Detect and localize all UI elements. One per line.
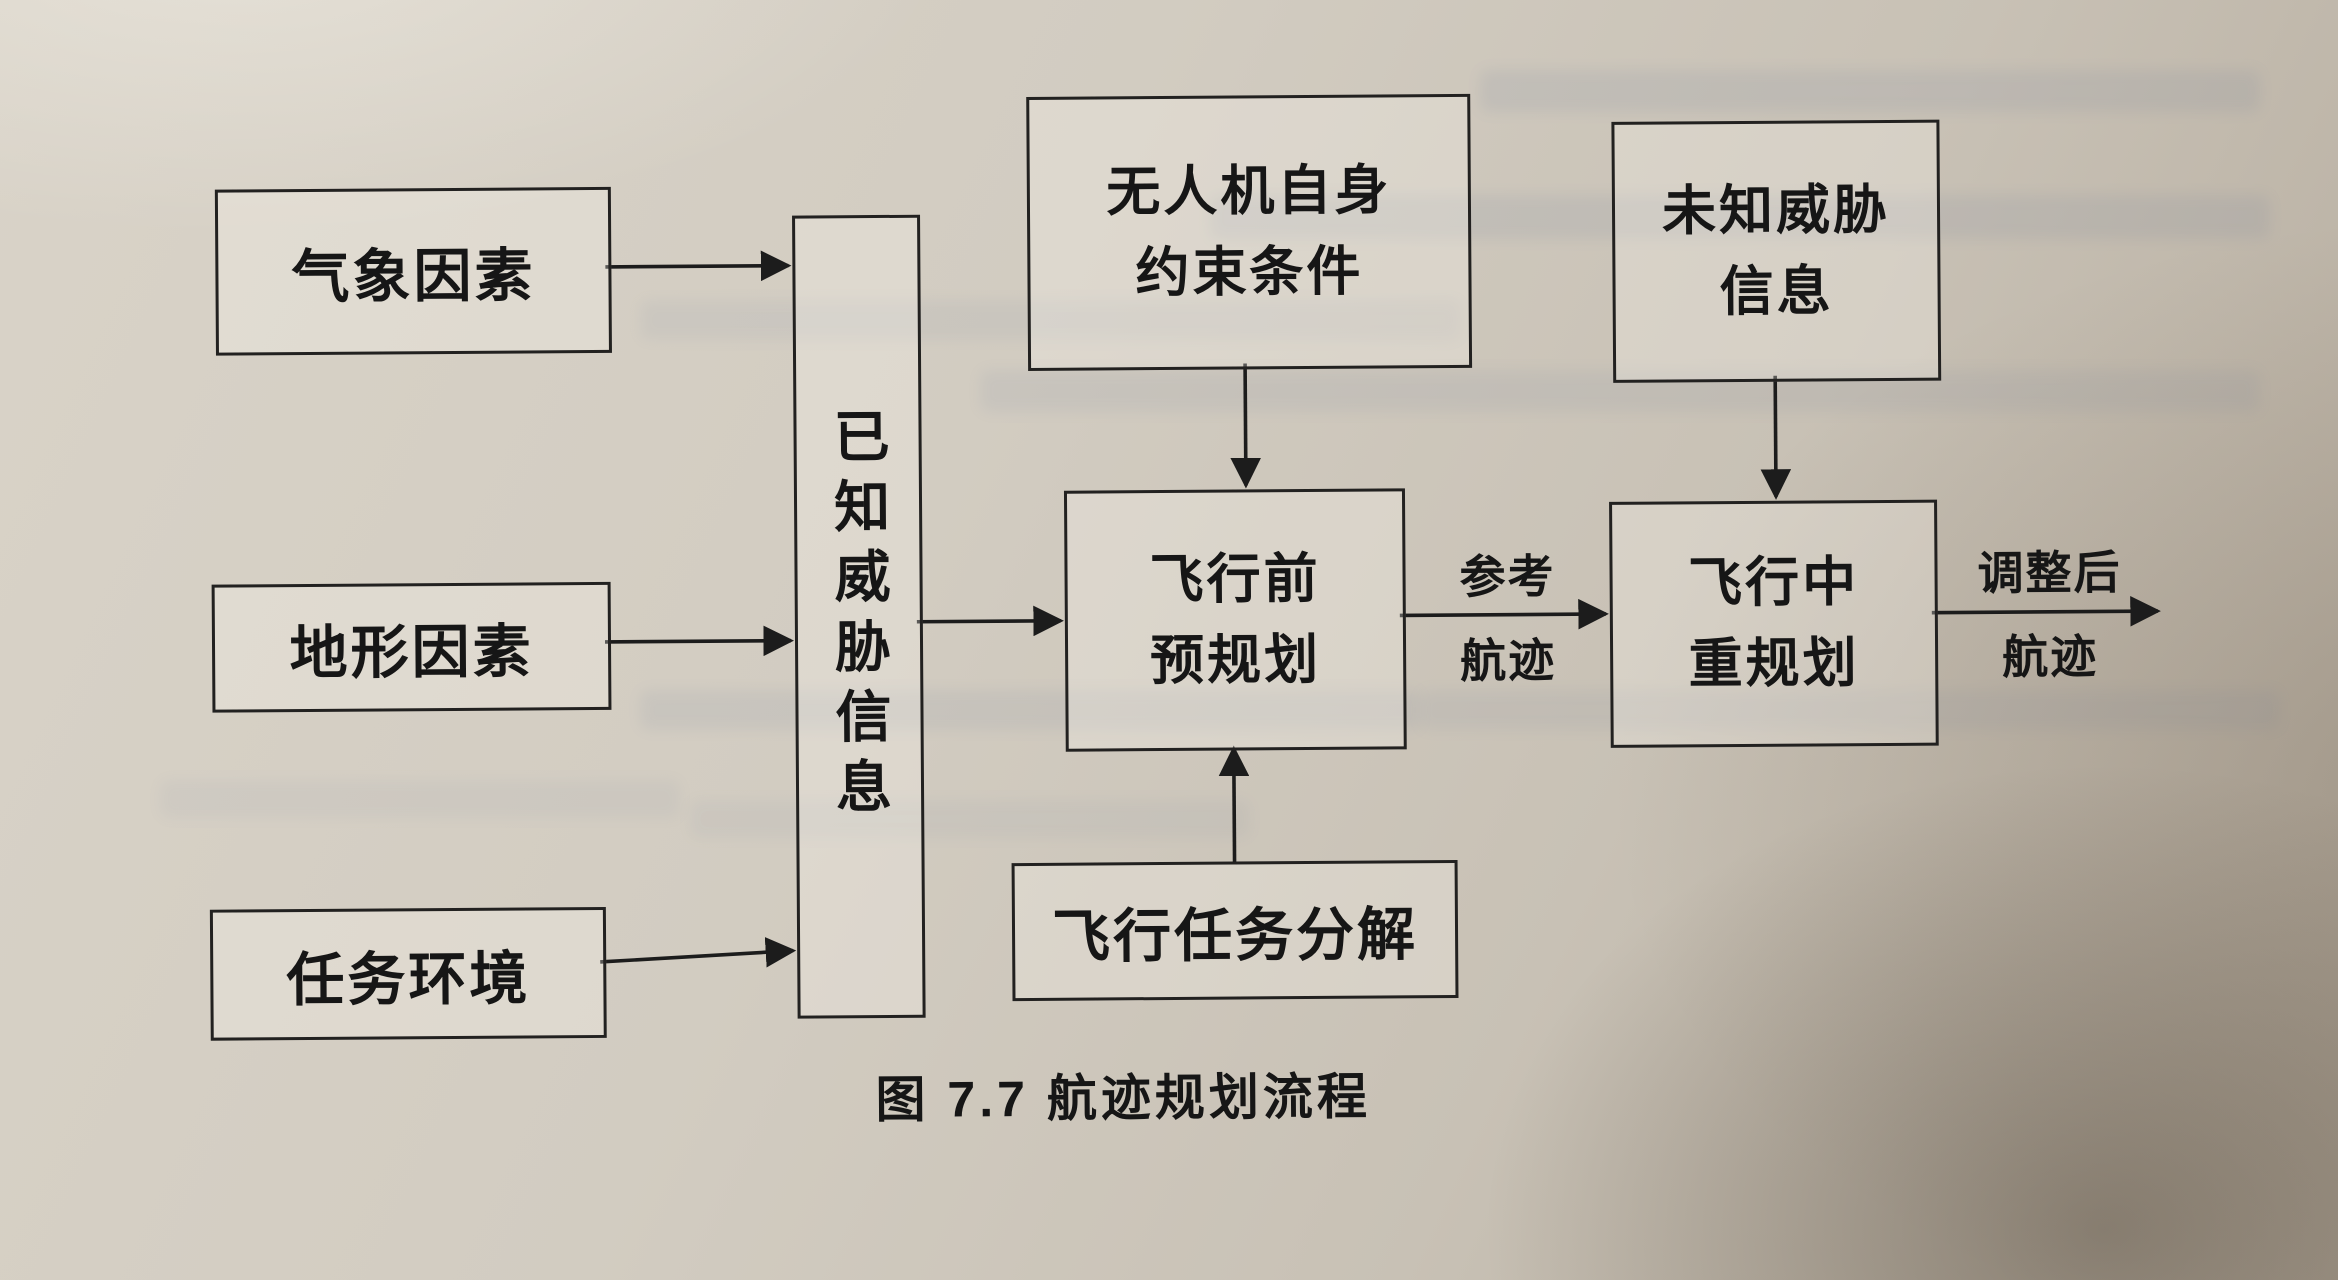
arrow-uav-constraints-to-preflight bbox=[1230, 363, 1262, 489]
edge-label-adjusted-track: 调整后 航迹 bbox=[1944, 536, 2155, 687]
node-preflight-line1: 飞行前 bbox=[1149, 548, 1321, 610]
edge-label-reference-track: 参考 航迹 bbox=[1407, 540, 1608, 691]
node-unknown-threat-info: 未知威胁 信息 bbox=[1611, 119, 1942, 383]
node-weather-factors: 气象因素 bbox=[214, 186, 612, 356]
node-terrain-factors: 地形因素 bbox=[211, 581, 612, 713]
node-mission-decomposition: 飞行任务分解 bbox=[1011, 859, 1459, 1002]
edge-label-reference-track-line1: 参考 bbox=[1459, 550, 1556, 603]
node-known-threat-info: 已知威胁信息 bbox=[792, 214, 926, 1019]
node-uav-constraints: 无人机自身 约束条件 bbox=[1026, 93, 1473, 371]
node-preflight-preplanning: 飞行前 预规划 bbox=[1063, 488, 1407, 752]
node-mission-decompose-label: 飞行任务分解 bbox=[1051, 902, 1419, 970]
arrow-known-threat-to-preflight bbox=[916, 605, 1064, 637]
node-unknown-threat-line2: 信息 bbox=[1719, 260, 1834, 322]
node-inflight-line2: 重规划 bbox=[1688, 633, 1860, 695]
edge-label-adjusted-track-line1: 调整后 bbox=[1977, 546, 2122, 600]
edge-label-reference-track-line2: 航迹 bbox=[1459, 634, 1557, 687]
node-uav-constraints-line1: 无人机自身 bbox=[1106, 160, 1392, 223]
arrow-unknown-threat-to-inflight bbox=[1760, 375, 1792, 500]
arrow-preflight-to-inflight bbox=[1399, 598, 1609, 630]
edge-label-adjusted-track-line2: 航迹 bbox=[2001, 630, 2099, 684]
node-uav-constraints-line2: 约束条件 bbox=[1135, 241, 1364, 304]
node-mission-env-label: 任务环境 bbox=[286, 945, 531, 1013]
figure-caption: 图 7.7 航迹规划流程 bbox=[875, 1068, 1372, 1129]
node-unknown-threat-line1: 未知威胁 bbox=[1661, 179, 1891, 242]
arrow-mission-env-to-known-threat bbox=[600, 936, 797, 968]
node-weather-label: 气象因素 bbox=[291, 243, 536, 311]
node-preflight-line2: 预规划 bbox=[1149, 629, 1322, 691]
node-known-threat-label: 已知威胁信息 bbox=[825, 406, 892, 827]
node-inflight-replanning: 飞行中 重规划 bbox=[1609, 499, 1939, 748]
arrow-inflight-output bbox=[1931, 595, 2161, 627]
node-inflight-line1: 飞行中 bbox=[1687, 552, 1860, 614]
node-mission-environment: 任务环境 bbox=[209, 906, 607, 1041]
arrow-mission-decompose-to-preflight bbox=[1218, 745, 1250, 862]
arrow-weather-to-known-threat bbox=[605, 250, 792, 282]
arrow-terrain-to-known-threat bbox=[604, 625, 795, 657]
node-terrain-label: 地形因素 bbox=[289, 619, 534, 687]
